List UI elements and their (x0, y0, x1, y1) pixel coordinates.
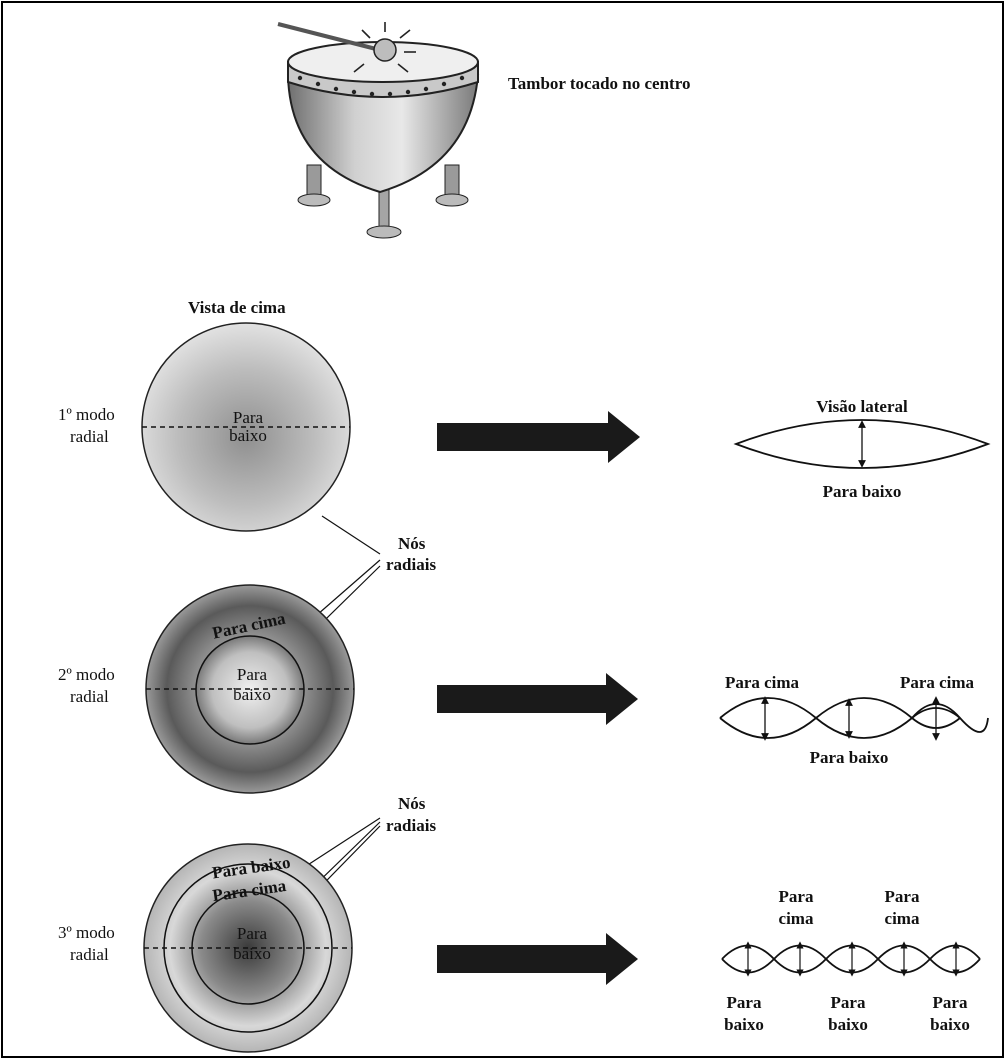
nodes-label-2-line1: Nós (398, 794, 426, 813)
mode-1-name-line2: radial (70, 427, 109, 446)
mode-3-name-line1: 3º modo (58, 923, 115, 942)
mode-2-disk-label-1: Para (237, 665, 268, 684)
mode-3-top-label-2-line1: Para (885, 887, 920, 906)
mode-1-side-label-bottom: Para baixo (823, 482, 902, 501)
mode-2-side-label-bottom: Para baixo (810, 748, 889, 767)
mode-3-bottom-label-2-line2: baixo (828, 1015, 868, 1034)
mode-3-top-view: Para baixo Para cima Para baixo (144, 844, 352, 1052)
mode-1-disk-label-1: Para (233, 408, 264, 427)
drum-caption: Tambor tocado no centro (508, 74, 690, 93)
mode-3-bottom-label-1-line2: baixo (724, 1015, 764, 1034)
mode-2-side-view: Para cima Para cima Para baixo (720, 673, 988, 767)
mode-3-name-line2: radial (70, 945, 109, 964)
mode-1-top-view: Para baixo (142, 323, 350, 531)
mode-1-arrow (437, 411, 640, 463)
mode-1-disk-label-2: baixo (229, 426, 267, 445)
mode-2-arrow (437, 673, 638, 725)
nodes-label-1-line2: radiais (386, 555, 436, 574)
mode-2-side-label-left: Para cima (725, 673, 800, 692)
mode-3-bottom-label-3-line1: Para (933, 993, 968, 1012)
mode-3-disk-label-1: Para (237, 924, 268, 943)
mode-2-top-view: Para cima Para baixo (146, 585, 354, 793)
mode-1-side-view: Visão lateral Para baixo (736, 397, 988, 501)
nodes-label-2-line2: radiais (386, 816, 436, 835)
mode-3-bottom-label-2-line1: Para (831, 993, 866, 1012)
drumstick-ball (374, 39, 396, 61)
mode-3-top-label-1-line1: Para (779, 887, 814, 906)
mode-2-name-line1: 2º modo (58, 665, 115, 684)
kettle-drum-illustration: Tambor tocado no centro (278, 22, 690, 238)
mode-2-side-label-right: Para cima (900, 673, 975, 692)
mode-3-bottom-label-3-line2: baixo (930, 1015, 970, 1034)
mode-2-wave-bottom (720, 698, 960, 738)
mode-3-side-view: Para cima Para cima Para baixo Para baix… (722, 887, 980, 1034)
mode-2-wave-top (720, 698, 960, 738)
mode-3-top-label-1-line2: cima (779, 909, 814, 928)
top-view-label: Vista de cima (188, 298, 286, 317)
mode-3-disk-label-2: baixo (233, 944, 271, 963)
mode-2-disk-label-2: baixo (233, 685, 271, 704)
mode-3-displacement-arrows (748, 945, 956, 973)
mode-2-name-line2: radial (70, 687, 109, 706)
nodes-label-1-line1: Nós (398, 534, 426, 553)
mode-3-arrow (437, 933, 638, 985)
mode-3-bottom-label-1-line1: Para (727, 993, 762, 1012)
mode-1-name-line1: 1º modo (58, 405, 115, 424)
mode-3-top-label-2-line2: cima (885, 909, 920, 928)
mode-1-side-label-top: Visão lateral (816, 397, 908, 416)
